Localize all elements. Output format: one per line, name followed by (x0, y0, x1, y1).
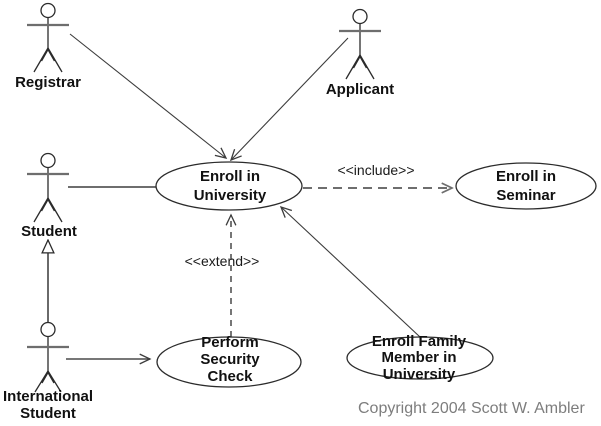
actor-applicant: Applicant (326, 8, 394, 98)
association-enroll-family-member-enroll-university (279, 205, 421, 338)
usecase-enroll-university-label-line1: Enroll in (200, 168, 260, 185)
include-stereotype-label: <<include>> (337, 162, 414, 178)
person-icon (27, 321, 69, 393)
usecase-perform-security-check-label-line1: Perform (201, 334, 259, 351)
usecase-ellipse (156, 336, 302, 388)
actor-registrar-label: Registrar (15, 74, 81, 91)
actor-head (40, 2, 56, 19)
actor-legs (345, 54, 375, 80)
association-registrar-enroll-university (69, 33, 228, 159)
usecase-enroll-university-label-line2: University (194, 187, 267, 204)
actor-head (40, 152, 56, 169)
actor-registrar: Registrar (15, 2, 81, 91)
person-icon (27, 2, 69, 73)
usecase-enroll-seminar-label-line2: Seminar (496, 187, 555, 204)
actor-applicant-label: Applicant (326, 81, 394, 98)
actor-international-student-label-line2: Student (20, 405, 76, 422)
actor-head (352, 8, 368, 25)
person-icon (27, 152, 69, 223)
actor-legs (33, 47, 63, 73)
extend-stereotype-label: <<extend>> (185, 253, 260, 269)
usecase-enroll-seminar: Enroll in Seminar (455, 162, 597, 210)
usecase-perform-security-check-label-line3: Check (207, 368, 253, 385)
usecase-enroll-family-member-label-line1: Enroll Family (372, 333, 467, 350)
person-icon (339, 8, 381, 80)
association-applicant-enroll-university (229, 37, 349, 162)
usecase-perform-security-check-label-line2: Security (200, 351, 260, 368)
usecase-enroll-family-member-label-line2: Member in (381, 349, 456, 366)
usecase-ellipse (346, 336, 494, 380)
usecase-enroll-family-member-label-line3: University (383, 366, 456, 383)
actor-international-student: International Student (3, 321, 93, 422)
copyright-text: Copyright 2004 Scott W. Ambler (358, 400, 585, 417)
usecase-enroll-family-member: Enroll Family Member in University (346, 333, 494, 383)
usecase-ellipse (155, 161, 303, 211)
usecase-enroll-university: Enroll in University (155, 161, 303, 211)
actor-head (40, 321, 56, 338)
actor-legs (33, 197, 63, 223)
usecase-perform-security-check: Perform Security Check (156, 334, 302, 388)
actor-legs (34, 370, 62, 393)
actor-student-label: Student (21, 223, 77, 240)
usecase-enroll-seminar-label-line1: Enroll in (496, 168, 556, 185)
actor-international-student-label-line1: International (3, 388, 93, 405)
actor-student: Student (21, 152, 77, 240)
usecase-ellipse (455, 162, 597, 210)
